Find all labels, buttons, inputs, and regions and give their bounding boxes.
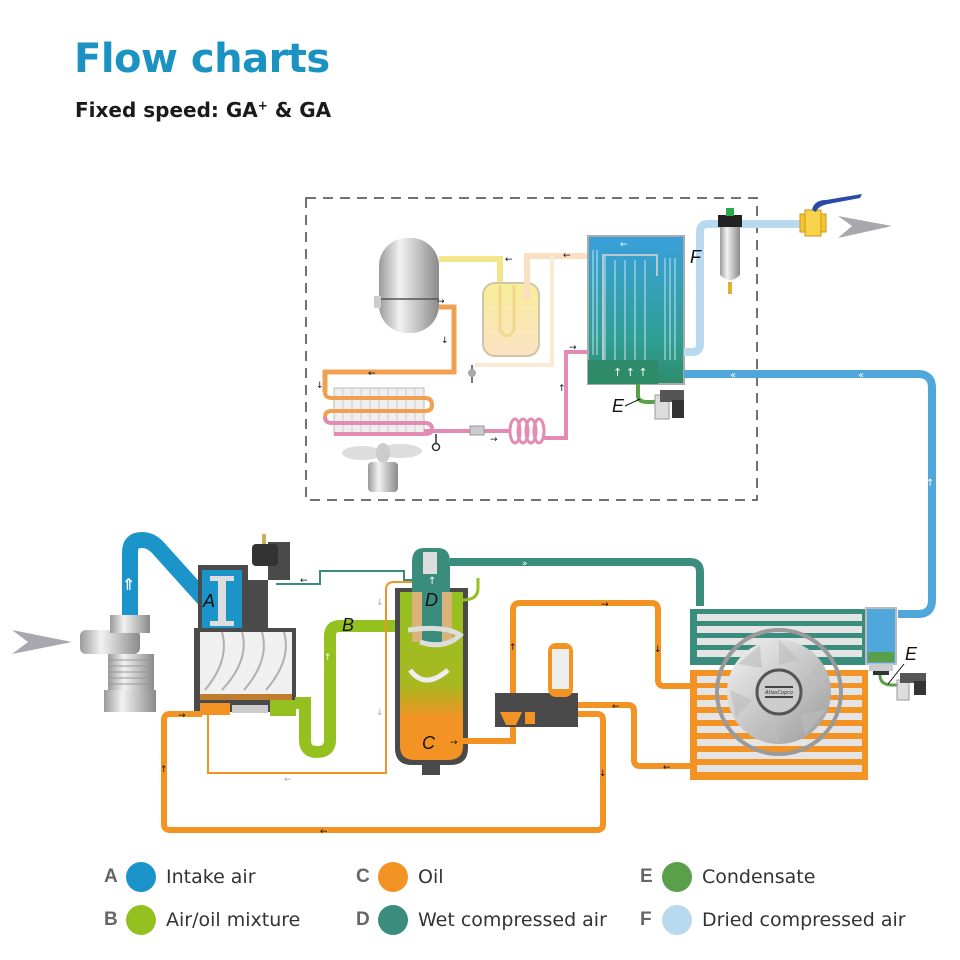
svg-text:↓: ↓	[376, 598, 384, 608]
condenser	[323, 387, 435, 436]
svg-text:↓: ↓	[441, 336, 449, 346]
oil-cooler-return	[575, 702, 690, 769]
oil-main-return	[161, 711, 606, 833]
svg-text:→: →	[437, 297, 445, 307]
aftercooler-to-dryer-line	[684, 370, 936, 618]
label-D: D	[425, 590, 438, 610]
capillary-coil	[508, 417, 546, 445]
subtitle-suffix: & GA	[267, 98, 332, 122]
svg-text:←: ←	[300, 576, 308, 586]
expansion-valve	[468, 365, 476, 383]
page-subtitle: Fixed speed: GA+ & GA	[75, 98, 331, 122]
svg-text:↓: ↓	[654, 645, 662, 655]
filter-drier	[469, 425, 485, 436]
wet-air-pipe	[450, 558, 704, 606]
svg-text:↑: ↑	[324, 653, 332, 663]
brand-logo: AtlasCopco	[764, 690, 793, 696]
svg-text:↓: ↓	[376, 708, 384, 718]
svg-text:←: ←	[368, 369, 376, 379]
svg-text:→: →	[490, 435, 498, 445]
svg-text:→: →	[450, 738, 458, 748]
air-oil-pipe	[295, 620, 408, 759]
svg-text:↑: ↑	[509, 643, 517, 653]
intake-air-pipe	[122, 531, 211, 615]
liquid-separator	[482, 282, 540, 357]
label-E-cooler: E	[905, 644, 918, 664]
solenoid-valve	[252, 544, 278, 566]
svg-text:«: «	[858, 370, 864, 381]
subtitle-text: Fixed speed: GA	[75, 98, 258, 122]
svg-text:↑: ↑	[558, 384, 566, 394]
svg-text:←: ←	[320, 827, 328, 837]
cooler-drain	[878, 663, 926, 701]
label-F: F	[690, 247, 702, 267]
oil-separator-vessel: ↑	[395, 548, 468, 775]
svg-text:←: ←	[620, 240, 628, 250]
refrigerant-hot-line	[322, 304, 457, 392]
thermostatic-valve	[495, 693, 578, 727]
svg-text:⇑: ⇑	[122, 575, 135, 594]
svg-text:↑: ↑	[926, 478, 934, 489]
dryer-boundary	[305, 197, 758, 501]
refrigerant-gas-line	[439, 256, 503, 285]
refrigerant-circuit: ← → ↓ ↓ ← ← → → ↑	[316, 238, 592, 492]
svg-text:←: ←	[505, 255, 513, 265]
svg-text:↑ ↑ ↑: ↑ ↑ ↑	[613, 366, 648, 379]
svg-text:←: ←	[663, 763, 671, 773]
svg-text:→: →	[601, 600, 609, 610]
cooler-block: AtlasCopco	[690, 607, 897, 780]
svg-text:↓: ↓	[599, 769, 607, 779]
svg-text:←: ←	[563, 251, 571, 261]
intake-filter	[80, 615, 156, 712]
svg-text:↓: ↓	[316, 381, 324, 391]
oil-filter	[548, 643, 573, 697]
label-C: C	[422, 733, 436, 753]
dryer-drain	[624, 384, 684, 420]
label-E-dryer: E	[612, 396, 625, 416]
outlet-filter	[718, 208, 742, 294]
svg-text:»: »	[522, 559, 528, 569]
label-B: B	[342, 615, 354, 635]
dryer-heat-exchanger: ↑ ↑ ↑ ←	[587, 235, 685, 385]
control-line	[276, 570, 414, 585]
receiver-tank	[379, 238, 439, 333]
intake-arrow-icon	[12, 630, 72, 654]
compressor-element	[194, 534, 296, 716]
oil-line-to-thermostat	[463, 600, 690, 744]
svg-text:→: →	[569, 343, 577, 353]
valve-handle[interactable]	[812, 194, 862, 212]
inlet-valve	[218, 576, 226, 626]
page-title: Flow charts	[74, 36, 330, 82]
outlet-arrow-icon	[838, 216, 892, 238]
svg-text:↑: ↑	[160, 765, 168, 775]
svg-text:←: ←	[612, 702, 620, 712]
condenser-fan	[342, 443, 422, 492]
subtitle-sup: +	[257, 98, 268, 113]
dried-air-line	[684, 220, 800, 356]
svg-text:→: →	[178, 711, 186, 721]
svg-text:«: «	[730, 370, 736, 381]
svg-text:↑: ↑	[428, 576, 436, 587]
outlet-ball-valve[interactable]	[799, 194, 862, 237]
cooling-fan: AtlasCopco	[715, 628, 843, 756]
svg-text:←: ←	[284, 775, 292, 785]
label-A: A	[202, 591, 215, 611]
